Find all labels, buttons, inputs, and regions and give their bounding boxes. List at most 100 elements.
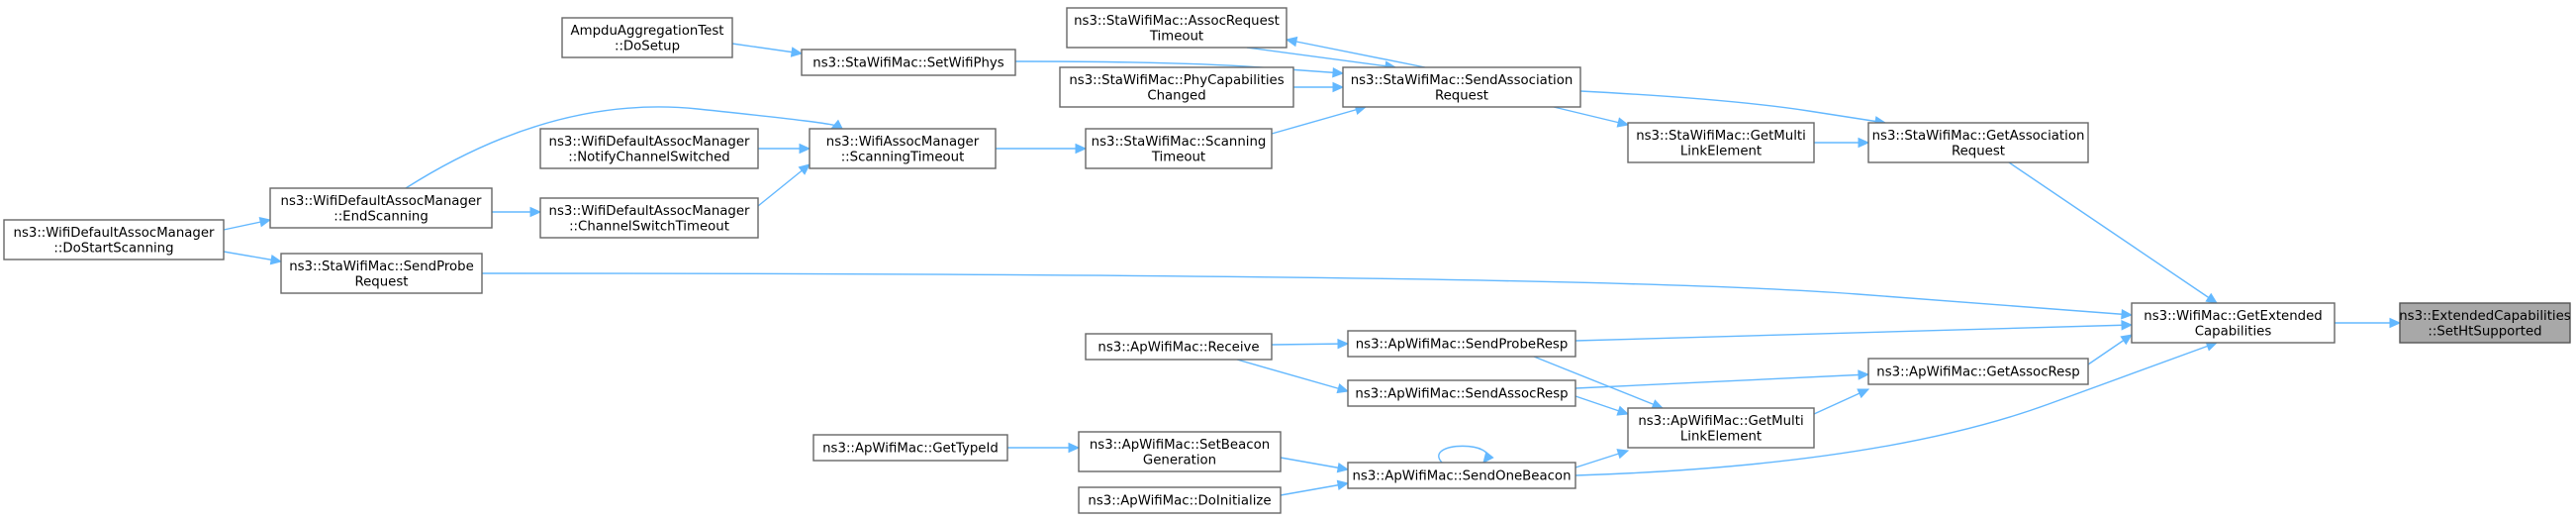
edge-scantimeout-to-sendassocreq-line	[1271, 106, 1367, 135]
node-getassocresp[interactable]: ns3::ApWifiMac::GetAssocResp	[1867, 358, 2089, 385]
edge-sendassocresp-to-getassocresp-line	[1574, 373, 1869, 389]
edge-apgetmulti-to-getassocresp	[1813, 388, 1870, 415]
edge-gettypeid-to-setbeacongen	[1007, 442, 1081, 454]
node-assocmgrscantimeout[interactable]: ns3::WifiAssocManager::ScanningTimeout	[809, 128, 997, 169]
edge-sendassocresp-to-getassocresp-arrowhead	[1858, 369, 1870, 380]
node-getassocreq-label-0: ns3::StaWifiMac::GetAssociation	[1872, 129, 2085, 144]
node-sendprobereq-box	[280, 253, 483, 294]
edge-gettypeid-to-setbeacongen-arrowhead	[1068, 442, 1081, 454]
node-ampdusetup-label-0: AmpduAggregationTest	[571, 24, 724, 39]
edge-notifychsw-to-assocmgrscantimeout	[758, 143, 811, 155]
edge-sendassocreq-to-getassocreq	[1579, 90, 1887, 127]
node-getassocresp-box	[1867, 358, 2089, 385]
node-setbeacongen-label-1: Generation	[1143, 453, 1216, 468]
edge-sendassocreq-to-stagetmulti-arrowhead	[1616, 117, 1630, 128]
node-stagetmulti-label-0: ns3::StaWifiMac::GetMulti	[1636, 129, 1806, 144]
edge-phycapchanged-to-sendassocreq-arrowhead	[1332, 81, 1345, 93]
edge-phycapchanged-to-sendassocreq	[1293, 81, 1345, 93]
edge-setbeacongen-to-sendonebeacon-arrowhead	[1336, 462, 1350, 473]
node-assocmgrscantimeout-box	[809, 128, 997, 169]
node-sendproberesp-label-0: ns3::ApWifiMac::SendProbeResp	[1356, 338, 1569, 353]
edge-setwifiphys-to-sendassocreq-arrowhead	[1332, 66, 1345, 78]
edge-sendprobereq-to-getext	[481, 272, 2134, 320]
edge-chswtimeout-to-assocmgrscantimeout-arrowhead	[798, 163, 811, 175]
edge-sendonebeacon-to-apgetmulti	[1574, 449, 1630, 468]
node-setwifiphys[interactable]: ns3::StaWifiMac::SetWifiPhys	[801, 49, 1016, 76]
edge-receive-to-sendassocresp-line	[1236, 359, 1349, 392]
edge-stagetmulti-to-getassocreq	[1814, 137, 1870, 149]
node-chswtimeout-label-0: ns3::WifiDefaultAssocManager	[549, 204, 750, 219]
node-endscanning[interactable]: ns3::WifiDefaultAssocManager::EndScannin…	[269, 187, 493, 229]
node-stagetmulti-label-1: LinkElement	[1680, 144, 1762, 158]
node-scantimeout[interactable]: ns3::StaWifiMac::ScanningTimeout	[1085, 128, 1273, 169]
node-receive[interactable]: ns3::ApWifiMac::Receive	[1085, 333, 1273, 361]
node-endscanning-label-1: ::EndScanning	[334, 209, 429, 224]
node-getassocreq-box	[1867, 122, 2089, 163]
node-receive-label-0: ns3::ApWifiMac::Receive	[1097, 341, 1259, 356]
node-sendproberesp[interactable]: ns3::ApWifiMac::SendProbeResp	[1347, 330, 1576, 358]
edge-endscanning-to-chswtimeout	[492, 206, 542, 218]
edge-sendonebeacon-to-sendonebeacon	[1438, 445, 1494, 464]
node-chswtimeout[interactable]: ns3::WifiDefaultAssocManager::ChannelSwi…	[539, 197, 759, 239]
node-notifychsw-label-0: ns3::WifiDefaultAssocManager	[549, 135, 750, 150]
edge-scantimeout-to-sendassocreq	[1271, 104, 1368, 135]
edge-dostartscanning-to-endscanning	[223, 217, 272, 231]
node-stagetmulti-box	[1627, 122, 1815, 163]
node-assocreqtimeout-label-0: ns3::StaWifiMac::AssocRequest	[1074, 14, 1280, 29]
edge-receive-to-sendassocresp	[1236, 359, 1350, 394]
edge-sendonebeacon-to-getext	[1574, 341, 2219, 476]
edge-chswtimeout-to-assocmgrscantimeout-line	[757, 163, 811, 207]
node-scantimeout-label-0: ns3::StaWifiMac::Scanning	[1092, 135, 1267, 150]
edge-sendprobereq-to-getext-line	[481, 272, 2133, 316]
node-ampdusetup[interactable]: AmpduAggregationTest::DoSetup	[561, 17, 733, 58]
node-getext-label-1: Capabilities	[2195, 324, 2272, 339]
node-doinit-box	[1078, 486, 1282, 514]
node-chswtimeout-box	[539, 197, 759, 239]
node-target-label-0: ns3::ExtendedCapabilities	[2399, 309, 2571, 324]
node-scantimeout-box	[1085, 128, 1273, 169]
edge-doinit-to-sendonebeacon	[1280, 479, 1350, 496]
node-notifychsw[interactable]: ns3::WifiDefaultAssocManager::NotifyChan…	[539, 128, 759, 169]
node-dostartscanning-label-0: ns3::WifiDefaultAssocManager	[14, 226, 215, 241]
edge-apgetmulti-to-getassocresp-arrowhead	[1857, 388, 1870, 399]
node-scantimeout-label-1: Timeout	[1151, 150, 1205, 164]
node-gettypeid[interactable]: ns3::ApWifiMac::GetTypeId	[812, 434, 1008, 462]
edge-sendonebeacon-to-apgetmulti-arrowhead	[1616, 449, 1630, 460]
edge-receive-to-sendproberesp-line	[1271, 343, 1349, 346]
node-target[interactable]: ns3::ExtendedCapabilities::SetHtSupporte…	[2399, 302, 2571, 344]
node-getassocresp-label-0: ns3::ApWifiMac::GetAssocResp	[1876, 365, 2079, 380]
node-sendonebeacon[interactable]: ns3::ApWifiMac::SendOneBeacon	[1347, 462, 1576, 489]
node-sendassocreq-label-0: ns3::StaWifiMac::SendAssociation	[1351, 73, 1574, 88]
node-sendassocresp-label-0: ns3::ApWifiMac::SendAssocResp	[1355, 387, 1568, 402]
node-endscanning-box	[269, 187, 493, 229]
node-setwifiphys-box	[801, 49, 1016, 76]
node-sendassocresp[interactable]: ns3::ApWifiMac::SendAssocResp	[1347, 379, 1576, 407]
node-ampdusetup-box	[561, 17, 733, 58]
node-phycapchanged-label-0: ns3::StaWifiMac::PhyCapabilities	[1069, 73, 1284, 88]
edge-ampdusetup-to-setwifiphys-arrowhead	[790, 47, 804, 57]
edge-getassocreq-to-getext	[2008, 161, 2219, 304]
edge-sendonebeacon-to-getext-line	[1574, 342, 2218, 476]
node-getext-box	[2131, 302, 2336, 344]
node-assocreqtimeout-box	[1066, 7, 1288, 49]
node-dostartscanning[interactable]: ns3::WifiDefaultAssocManager::DoStartSca…	[3, 219, 225, 260]
node-ampdusetup-label-1: ::DoSetup	[615, 39, 680, 53]
node-doinit[interactable]: ns3::ApWifiMac::DoInitialize	[1078, 486, 1282, 514]
edge-setbeacongen-to-sendonebeacon-line	[1280, 457, 1349, 470]
edge-sendproberesp-to-getext-arrowhead	[2121, 320, 2134, 331]
node-chswtimeout-label-1: ::ChannelSwitchTimeout	[569, 219, 729, 234]
edge-sendassocreq-to-stagetmulti	[1553, 106, 1630, 128]
edge-chswtimeout-to-assocmgrscantimeout	[757, 163, 811, 207]
edge-getassocreq-to-getext-arrowhead	[2205, 292, 2219, 304]
edge-sendproberesp-to-getext	[1574, 320, 2134, 342]
